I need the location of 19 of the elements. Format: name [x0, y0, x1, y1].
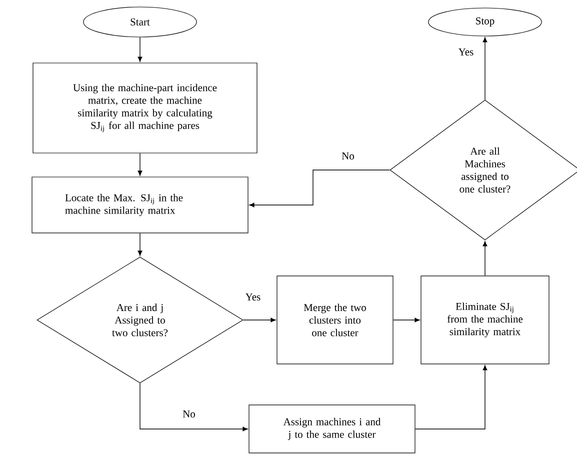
arrow [138, 232, 142, 256]
process-box: Eliminate SJ$_{ij}$ from the machine similarity matrix [420, 276, 550, 364]
arrow [249, 170, 390, 208]
process-box: Merge the two clusters into one cluster [276, 276, 394, 364]
edge-label: No [182, 410, 196, 418]
arrow [482, 37, 488, 100]
process-box: Using the machine-part incidence matrix, create the machine similarity matrix by calculating SJ$_{ij}$ for all machine pares [32, 62, 258, 154]
arrow [482, 241, 488, 276]
edge-label: Yes [244, 292, 262, 302]
arrow [242, 318, 276, 322]
process-box: Assign machines i and j to the same cluster [248, 404, 416, 454]
process-box: Locate the Max. SJ$_{ij}$ in the machine similarity matrix [32, 176, 248, 234]
arrow [392, 318, 420, 322]
arrow [414, 365, 488, 430]
edge-label: Yes [457, 48, 475, 56]
arrow [138, 152, 142, 176]
arrow [138, 36, 142, 62]
arrow [140, 382, 248, 432]
edge-label: No [340, 152, 356, 160]
